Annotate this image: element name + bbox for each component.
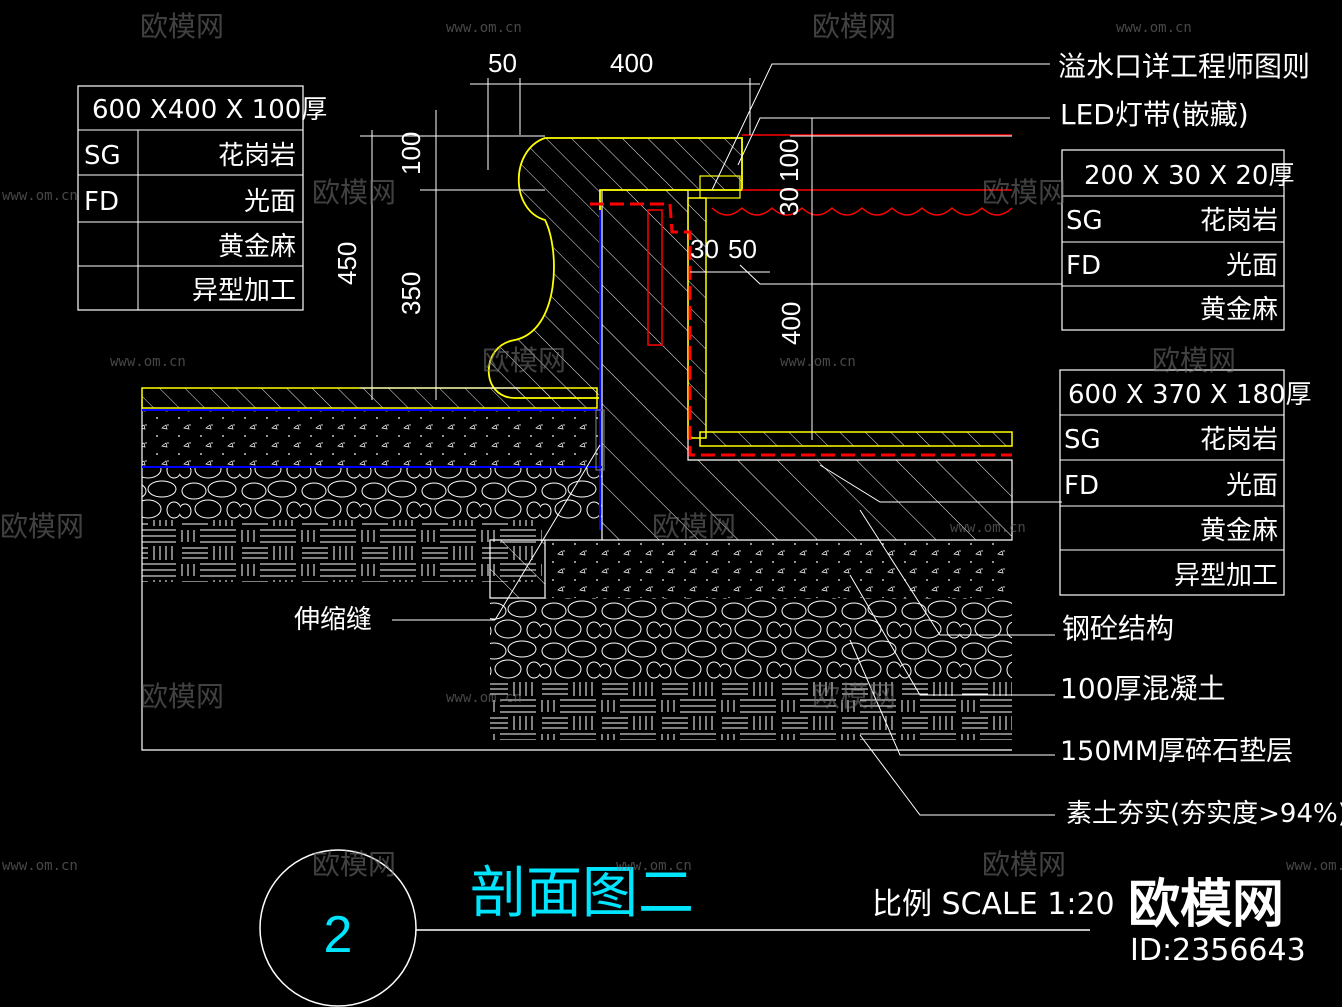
coping-stone <box>487 137 743 399</box>
svg-text:www.om.cn: www.om.cn <box>2 188 78 204</box>
gravel-left <box>142 467 602 520</box>
dim-left-350: 350 <box>396 272 426 315</box>
table-coping-header: 600 X400 X 100厚 <box>92 95 327 125</box>
dim-right-100: 100 <box>774 139 804 182</box>
gravel-right <box>490 598 1012 680</box>
compacted-soil-left <box>142 520 542 582</box>
pool-floor-stone <box>699 431 1013 447</box>
svg-text:欧模网: 欧模网 <box>482 344 566 377</box>
svg-text:www.om.cn: www.om.cn <box>2 858 78 874</box>
svg-text:FD: FD <box>1064 471 1099 501</box>
svg-text:花岗岩: 花岗岩 <box>1200 425 1278 455</box>
svg-text:黄金麻: 黄金麻 <box>1200 516 1278 546</box>
callout-gravel: 150MM厚碎石垫层 <box>1060 736 1293 767</box>
drawing-title: 剖面图二 <box>470 861 694 926</box>
callout-led: LED灯带(嵌藏) <box>1060 98 1249 131</box>
svg-text:欧模网: 欧模网 <box>982 176 1066 209</box>
svg-text:www.om.cn: www.om.cn <box>780 354 856 370</box>
svg-text:花岗岩: 花岗岩 <box>218 141 296 171</box>
svg-text:www.om.cn: www.om.cn <box>110 354 186 370</box>
svg-text:www.om.cn: www.om.cn <box>616 858 692 874</box>
water-surface <box>711 206 1013 216</box>
overflow-strip <box>699 175 741 199</box>
detail-number: 2 <box>324 906 353 964</box>
concrete-left <box>142 410 602 467</box>
dim-right-400: 400 <box>776 302 806 345</box>
svg-text:www.om.cn: www.om.cn <box>1116 20 1192 36</box>
svg-text:欧模网: 欧模网 <box>812 10 896 43</box>
svg-text:FD: FD <box>1066 251 1101 281</box>
dimension-lines <box>360 78 1012 440</box>
table-base-header: 600 X 370 X 180厚 <box>1068 380 1312 410</box>
svg-text:www.om.cn: www.om.cn <box>1286 858 1342 874</box>
drawing-scale: 比例 SCALE 1:20 <box>872 887 1115 922</box>
callout-concrete: 100厚混凝土 <box>1060 672 1225 705</box>
svg-text:SG: SG <box>1064 425 1101 455</box>
expansion-joint <box>595 409 605 471</box>
watermarks: 欧模网 欧模网 www.om.cn www.om.cn 欧模网 欧模网 www.… <box>0 10 1342 881</box>
svg-text:异型加工: 异型加工 <box>1174 561 1278 591</box>
brand-logo: 欧模网 <box>1128 875 1284 935</box>
svg-text:SG: SG <box>84 141 121 171</box>
svg-text:欧模网: 欧模网 <box>652 510 736 543</box>
dim-right-30: 30 <box>774 187 804 216</box>
svg-text:欧模网: 欧模网 <box>312 176 396 209</box>
svg-text:欧模网: 欧模网 <box>140 10 224 43</box>
svg-text:光面: 光面 <box>1226 251 1278 281</box>
svg-text:黄金麻: 黄金麻 <box>1200 295 1278 325</box>
svg-text:异型加工: 异型加工 <box>192 276 296 306</box>
svg-text:光面: 光面 <box>1226 471 1278 501</box>
leader-lines <box>392 63 1062 816</box>
svg-text:欧模网: 欧模网 <box>1152 344 1236 377</box>
svg-text:花岗岩: 花岗岩 <box>1200 206 1278 236</box>
svg-text:www.om.cn: www.om.cn <box>446 20 522 36</box>
callout-rc-structure: 钢砼结构 <box>1062 612 1174 645</box>
svg-text:欧模网: 欧模网 <box>312 848 396 881</box>
brand-id: ID:2356643 <box>1130 933 1306 968</box>
svg-text:SG: SG <box>1066 206 1103 236</box>
svg-text:欧模网: 欧模网 <box>140 680 224 713</box>
table-strip-header: 200 X 30 X 20厚 <box>1084 161 1294 191</box>
concrete-slab-right <box>545 540 1012 598</box>
callout-overflow: 溢水口详工程师图则 <box>1058 50 1310 83</box>
waterproof-layer <box>590 202 1012 457</box>
svg-text:FD: FD <box>84 187 119 217</box>
svg-text:欧模网: 欧模网 <box>812 680 896 713</box>
dim-small-30: 30 <box>690 234 719 264</box>
dim-left-450: 450 <box>332 242 362 285</box>
wall-lining <box>687 197 707 439</box>
dim-top-50: 50 <box>488 48 517 78</box>
dim-small-50: 50 <box>728 234 757 264</box>
compacted-soil-right <box>490 680 1012 740</box>
table-strip: 200 X 30 X 20厚 SG 花岗岩 FD 光面 黄金麻 <box>1061 149 1294 331</box>
dim-left-100: 100 <box>396 132 426 175</box>
svg-text:欧模网: 欧模网 <box>982 848 1066 881</box>
svg-text:光面: 光面 <box>244 187 296 217</box>
svg-text:www.om.cn: www.om.cn <box>446 690 522 706</box>
table-base: 600 X 370 X 180厚 SG 花岗岩 FD 光面 黄金麻 异型加工 <box>1059 369 1312 596</box>
callout-expansion-joint: 伸缩缝 <box>294 605 372 635</box>
svg-text:黄金麻: 黄金麻 <box>218 232 296 262</box>
led-channel <box>647 209 663 346</box>
svg-text:www.om.cn: www.om.cn <box>950 520 1026 536</box>
table-coping: 600 X400 X 100厚 SG 花岗岩 FD 光面 黄金麻 异型加工 <box>77 85 327 311</box>
detail-number-circle <box>259 849 417 1007</box>
callout-soil: 素土夯实(夯实度>94%) <box>1066 799 1342 829</box>
dim-top-400: 400 <box>610 48 653 78</box>
svg-text:欧模网: 欧模网 <box>0 510 84 543</box>
